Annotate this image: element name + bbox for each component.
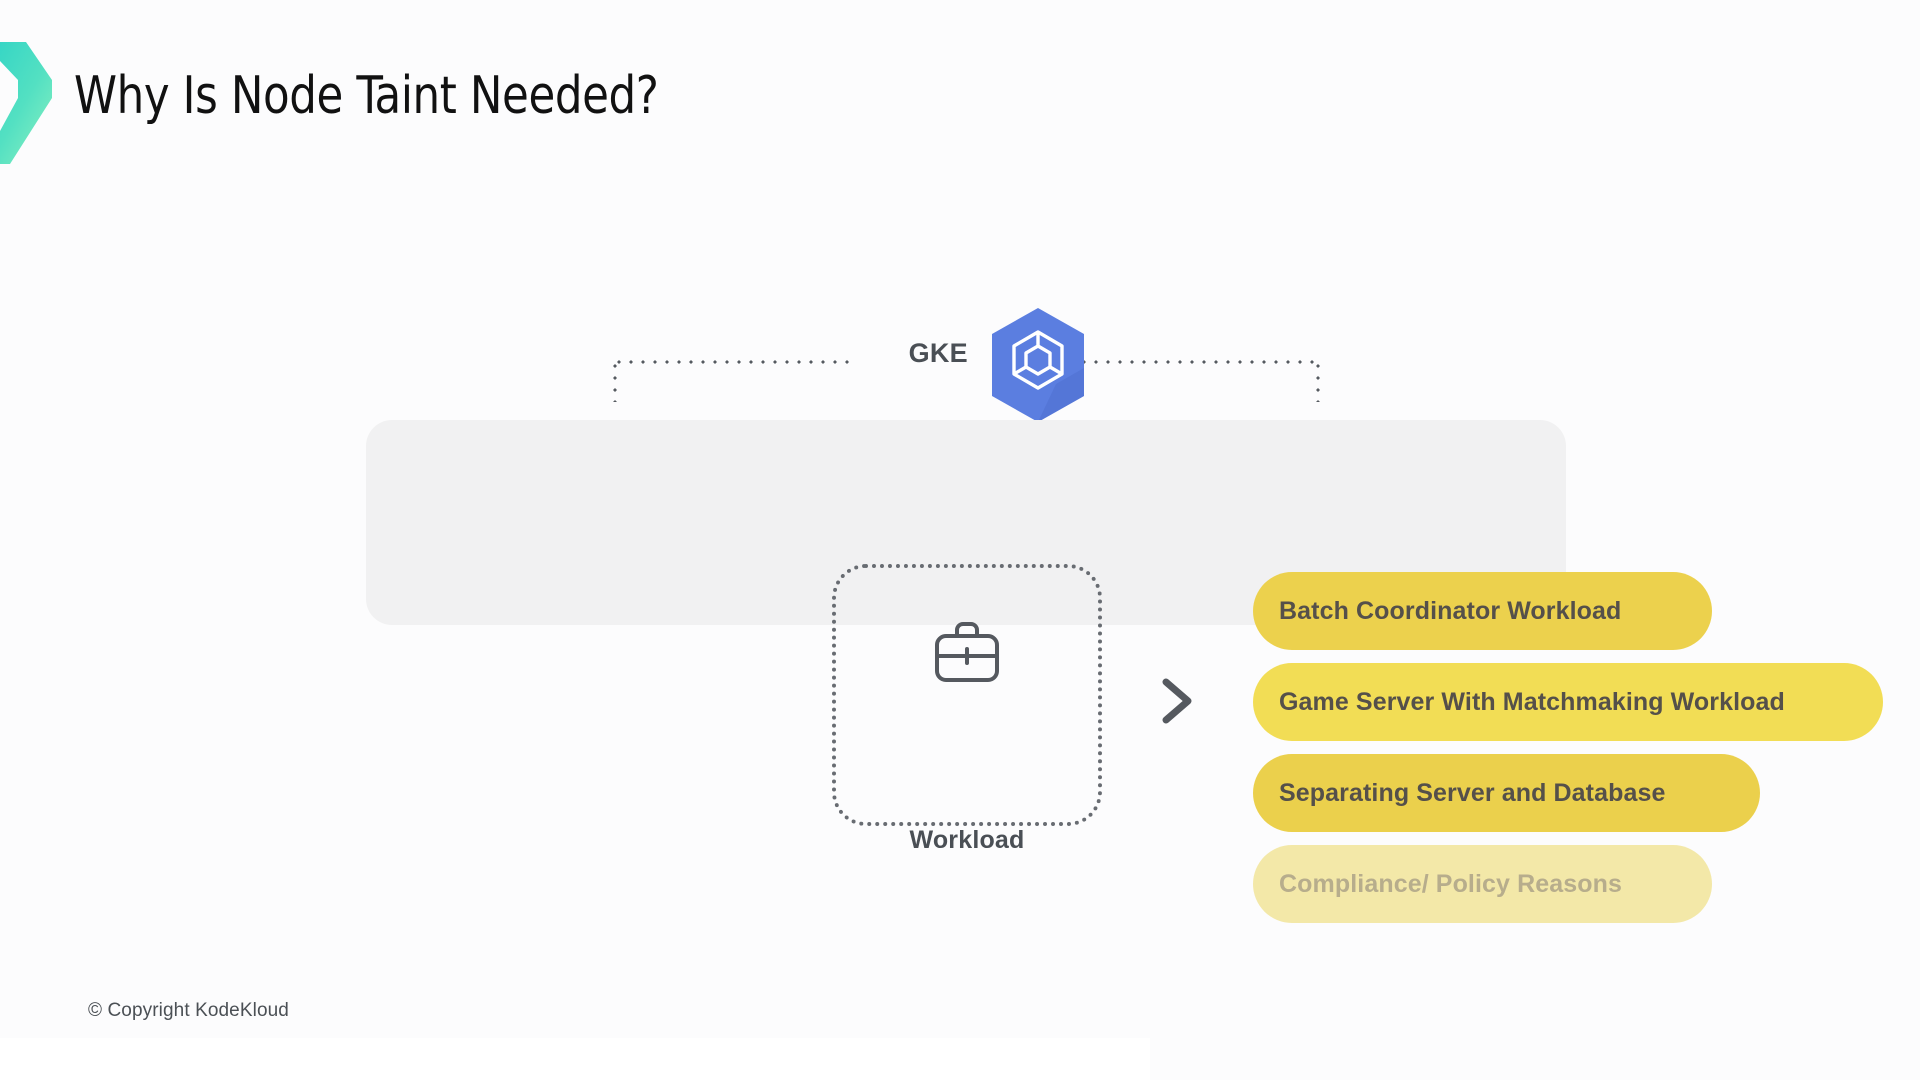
- workload-pill[interactable]: Separating Server and Database: [1253, 754, 1760, 832]
- gke-label: GKE: [908, 338, 968, 368]
- chevron-right-icon: [1162, 678, 1192, 724]
- workload-label: Workload: [909, 826, 1025, 854]
- workload-card: [832, 564, 1102, 826]
- gke-cluster-header: GKE: [600, 308, 1340, 438]
- workload-pill[interactable]: Batch Coordinator Workload: [1253, 572, 1712, 650]
- workload-pill[interactable]: Compliance/ Policy Reasons: [1253, 845, 1712, 923]
- copyright-text: © Copyright KodeKloud: [88, 1000, 289, 1021]
- page-title: Why Is Node Taint Needed?: [74, 66, 659, 126]
- dotted-brace-icon-left-horizontal: [613, 360, 855, 364]
- dotted-brace-icon-right-horizontal: [1078, 360, 1320, 364]
- briefcase-icon: [935, 622, 999, 682]
- gke-hexagon-icon: [992, 308, 1084, 422]
- bottom-white-band: [0, 1038, 1150, 1080]
- workload-pill[interactable]: Game Server With Matchmaking Workload: [1253, 663, 1883, 741]
- chevron-right-brand-icon: [0, 42, 52, 164]
- dotted-brace-icon-left-vertical: [613, 360, 617, 402]
- dotted-brace-icon-right-vertical: [1316, 360, 1320, 402]
